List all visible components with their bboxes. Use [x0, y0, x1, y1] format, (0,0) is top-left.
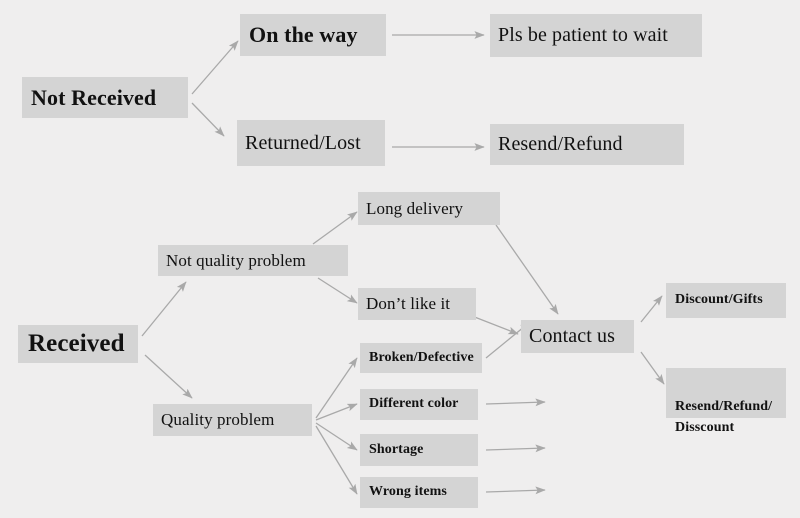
- node-long-delivery[interactable]: Long delivery: [358, 192, 500, 225]
- node-discount-gifts[interactable]: Discount/Gifts: [666, 283, 786, 318]
- node-on-the-way[interactable]: On the way: [240, 14, 386, 56]
- node-label: Long delivery: [366, 198, 464, 218]
- node-resend-refund-disscount[interactable]: Resend/Refund/ Disscount: [666, 368, 786, 435]
- edge-different-color-to-contact-us: [485, 398, 546, 407]
- edge-not-received-to-returned-lost: [191, 102, 225, 137]
- node-pls-be-patient-to-wait[interactable]: Pls be patient to wait: [490, 14, 702, 57]
- edge-not-quality-to-dont-like-it: [317, 277, 358, 304]
- node-received[interactable]: Received: [18, 325, 138, 363]
- edge-quality-problem-to-wrong-items: [315, 425, 358, 495]
- edge-quality-problem-to-shortage: [315, 422, 358, 451]
- edge-not-quality-to-long-delivery: [312, 211, 358, 245]
- edge-long-delivery-to-contact-us: [495, 224, 559, 315]
- node-label: Contact us: [529, 325, 615, 347]
- node-label: Discount/Gifts: [675, 292, 763, 308]
- node-label: Broken/Defective: [369, 349, 474, 365]
- node-label: Not Received: [31, 84, 157, 110]
- node-label: Resend/Refund: [498, 133, 623, 155]
- node-not-quality-problem[interactable]: Not quality problem: [158, 245, 348, 276]
- node-broken-defective[interactable]: Broken/Defective: [360, 343, 482, 373]
- edge-quality-problem-to-broken-defective: [315, 357, 358, 419]
- node-label: Pls be patient to wait: [498, 24, 668, 46]
- node-returned-lost[interactable]: Returned/Lost: [237, 120, 385, 166]
- node-resend-refund[interactable]: Resend/Refund: [490, 124, 684, 165]
- edge-contact-us-to-resend-refund-disscount: [640, 351, 665, 385]
- edge-received-to-quality-problem: [144, 354, 193, 399]
- node-label: Received: [28, 329, 125, 357]
- node-wrong-items[interactable]: Wrong items: [360, 477, 478, 508]
- node-label: Shortage: [369, 441, 424, 457]
- node-label: Wrong items: [369, 484, 447, 500]
- edge-shortage-to-contact-us: [485, 444, 546, 453]
- node-label: Don’t like it: [366, 294, 451, 314]
- edge-wrong-items-to-contact-us: [485, 486, 546, 495]
- node-label: On the way: [249, 22, 358, 48]
- edge-quality-problem-to-different-color: [315, 403, 358, 421]
- node-label: Resend/Refund/ Disscount: [675, 398, 773, 436]
- node-label: Different color: [369, 396, 459, 412]
- node-shortage[interactable]: Shortage: [360, 434, 478, 466]
- edge-dont-like-it-to-contact-us: [471, 315, 519, 335]
- edge-contact-us-to-discount-gifts: [640, 295, 663, 323]
- node-different-color[interactable]: Different color: [360, 389, 478, 420]
- node-quality-problem[interactable]: Quality problem: [153, 404, 312, 436]
- edge-not-received-to-on-the-way: [191, 40, 239, 95]
- node-contact-us[interactable]: Contact us: [521, 320, 634, 353]
- edge-received-to-not-quality: [141, 281, 187, 337]
- node-label: Not quality problem: [166, 250, 306, 270]
- node-not-received[interactable]: Not Received: [22, 77, 188, 118]
- node-label: Returned/Lost: [245, 131, 361, 154]
- node-dont-like-it[interactable]: Don’t like it: [358, 288, 476, 320]
- node-label: Quality problem: [161, 410, 275, 430]
